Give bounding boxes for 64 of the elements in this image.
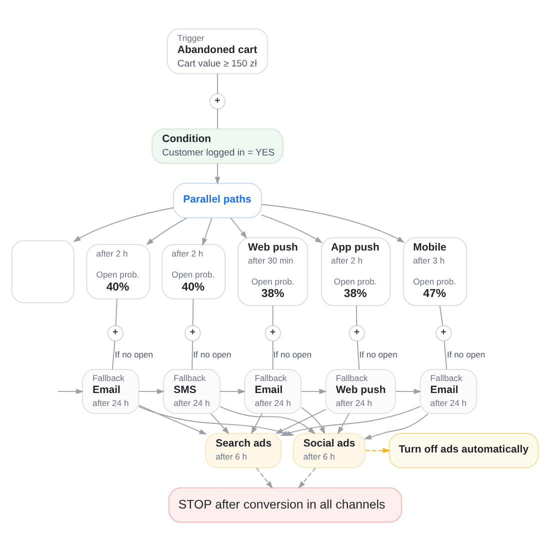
node-box: Turn off ads automatically — [388, 432, 539, 468]
connector — [356, 304, 358, 326]
node-box: Fallback Web push after 24 h — [325, 368, 396, 414]
arrow — [300, 388, 327, 394]
arrow — [73, 206, 174, 242]
edge-label: If no open — [193, 348, 232, 359]
node-box: after 2 h Open prob. 40% — [162, 244, 226, 299]
connector — [217, 72, 218, 94]
node-box: Condition Customer logged in = YES — [152, 128, 284, 164]
node-box: Fallback Email after 24 h — [244, 368, 302, 414]
arrow — [251, 412, 262, 434]
arrow — [300, 406, 326, 434]
connector — [112, 340, 116, 370]
arrow — [219, 406, 316, 434]
node-box — [11, 240, 74, 303]
arrow — [338, 412, 350, 434]
arrow — [364, 447, 390, 453]
arrow — [256, 466, 273, 488]
node-box: Fallback Email after 24 h — [420, 368, 478, 414]
node-circle: + — [209, 92, 226, 109]
node-circle: + — [348, 324, 365, 341]
connector — [115, 298, 118, 326]
edge-label: If no open — [114, 348, 154, 359]
connector — [192, 298, 194, 326]
node-box: Fallback Email after 24 h — [82, 368, 140, 414]
connector — [444, 340, 448, 370]
connector — [356, 340, 360, 370]
edge-label: If no open — [273, 348, 312, 359]
connector — [272, 340, 274, 370]
arrow — [395, 388, 422, 394]
arrow — [210, 412, 230, 434]
node-box: after 2 h Open prob. 40% — [86, 244, 150, 299]
arrow — [261, 203, 405, 242]
edge-label: If no open — [359, 348, 398, 359]
arrow — [364, 412, 429, 439]
arrow — [219, 388, 246, 394]
arrow — [146, 216, 188, 245]
node-box: Web push after 30 min Open prob. 38% — [238, 236, 308, 306]
arrow — [230, 216, 248, 238]
node-box: STOP after conversion in all channels — [168, 486, 402, 522]
node-box: Fallback SMS after 24 h — [163, 368, 220, 414]
connector — [439, 304, 444, 326]
node-box: Parallel paths — [173, 182, 262, 218]
connector — [192, 340, 194, 370]
arrow — [261, 214, 323, 243]
arrow — [275, 408, 326, 434]
node-box: Mobile after 3 h Open prob. 47% — [403, 236, 468, 306]
node-circle: + — [436, 324, 452, 341]
arrow — [298, 466, 316, 488]
node-circle: + — [107, 324, 124, 341]
node-box: Trigger Abandoned cart Cart value ≥ 150 zł — [166, 28, 268, 74]
node-box: Search ads after 6 h — [205, 432, 282, 468]
node-circle: + — [184, 324, 201, 341]
node-box: Social ads after 6 h — [292, 432, 366, 468]
arrow — [138, 388, 165, 394]
connector — [272, 304, 274, 326]
arrow — [214, 162, 220, 184]
node-box: App push after 2 h Open prob. 38% — [321, 236, 391, 306]
arrow — [138, 404, 207, 434]
connector — [217, 108, 218, 129]
node-circle: + — [264, 324, 281, 341]
edge-label: If no open — [447, 348, 486, 359]
arrow — [202, 216, 212, 246]
arrow — [58, 388, 84, 394]
